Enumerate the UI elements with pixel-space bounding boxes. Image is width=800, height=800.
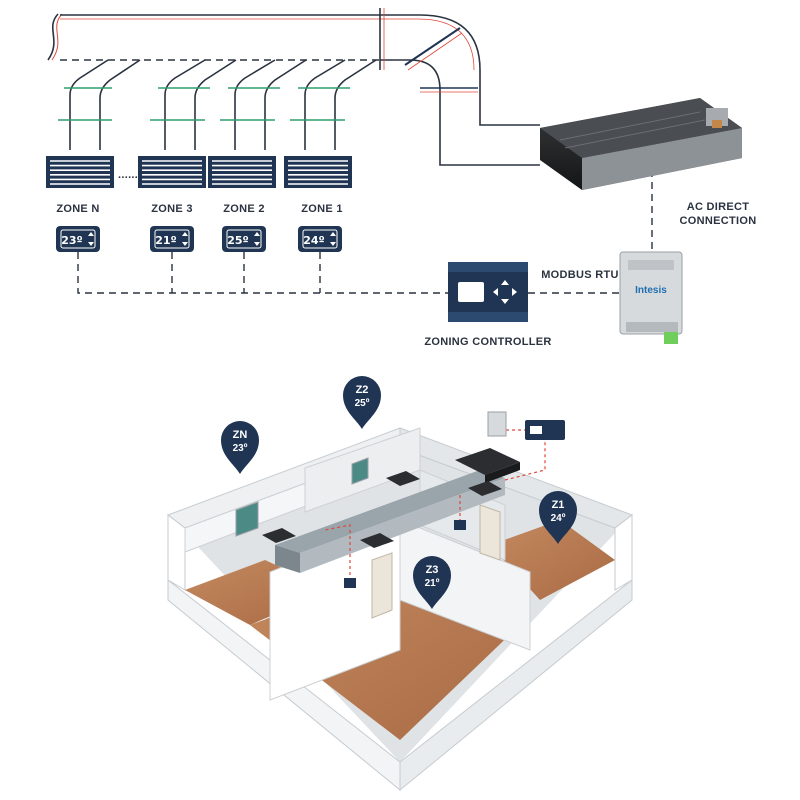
- pin-zone-label: ZN: [233, 429, 248, 441]
- thermostat-temp: 21º: [155, 234, 177, 247]
- wall-thermostat: [344, 578, 356, 588]
- ac-indoor-unit: [540, 98, 742, 190]
- up-down-arrow-icon: [88, 232, 94, 246]
- intesis-gateway: Intesis: [619, 251, 683, 344]
- zone-label-3: ZONE 3: [151, 203, 193, 215]
- dpad-icon: [493, 280, 517, 304]
- thermostat-temp: 25º: [227, 234, 249, 247]
- up-down-arrow-icon: [182, 232, 188, 246]
- wiring-lines: [324, 429, 546, 575]
- thermostat-zone-2[interactable]: 25º: [222, 226, 266, 252]
- pin-zone-label: Z2: [356, 384, 369, 396]
- air-grille-icon: [284, 156, 352, 188]
- thermostat-zone-1[interactable]: 24º: [298, 226, 342, 252]
- thermostat-bus: [77, 170, 653, 294]
- pin-temp-label: 21º: [425, 578, 440, 589]
- pin-temp-label: 25º: [355, 398, 370, 409]
- branch-zone-1: [290, 59, 377, 150]
- zoning-controller-device: [448, 262, 528, 322]
- pin-zone-label: Z1: [552, 499, 565, 511]
- house-isometric: [166, 411, 634, 792]
- branch-zone-3: [150, 59, 237, 150]
- up-down-arrow-icon: [330, 232, 336, 246]
- ac-direct-label-1: AC DIRECT: [687, 201, 750, 213]
- pin-temp-label: 23º: [233, 443, 248, 454]
- branch-zone-2: [220, 59, 307, 150]
- zone-label-1: ZONE 1: [301, 203, 343, 215]
- gateway-mini: [487, 411, 565, 440]
- thermostat-temp: 24º: [303, 234, 325, 247]
- air-grille-icon: [46, 156, 114, 188]
- pin-zone-label: Z3: [426, 564, 439, 576]
- wall-thermostat: [454, 520, 466, 530]
- thermostat-zone-3[interactable]: 21º: [150, 226, 194, 252]
- branch-zone-n: [58, 59, 141, 150]
- gateway-brand: Intesis: [635, 285, 667, 296]
- air-grille-icon: [138, 156, 206, 188]
- duct-schematic: ...... ZONE N ZONE 3 ZONE 2 ZONE 1 23º 2…: [46, 8, 756, 348]
- thermostat-zone-n[interactable]: 23º: [56, 226, 100, 252]
- zone-label-2: ZONE 2: [223, 203, 265, 215]
- zoning-controller-label: ZONING CONTROLLER: [424, 336, 551, 348]
- ac-direct-label-2: CONNECTION: [680, 215, 757, 227]
- zone-ellipsis: ......: [118, 169, 138, 181]
- up-down-arrow-icon: [254, 232, 260, 246]
- modbus-label: MODBUS RTU: [541, 269, 619, 281]
- pin-temp-label: 24º: [551, 513, 566, 524]
- location-pin-zn: ZN 23º: [221, 421, 259, 474]
- thermostat-temp: 23º: [61, 234, 83, 247]
- air-grille-icon: [208, 156, 276, 188]
- zone-label-n: ZONE N: [56, 203, 99, 215]
